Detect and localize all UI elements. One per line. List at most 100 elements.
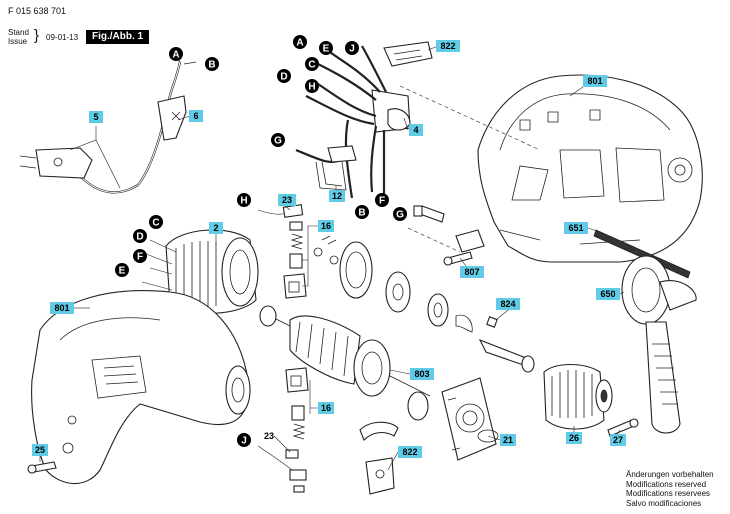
brace-glyph: } (34, 27, 40, 44)
depth-stop-rod (593, 229, 691, 279)
svg-text:27: 27 (613, 435, 623, 445)
housing-screw (27, 461, 57, 474)
svg-text:F: F (137, 252, 143, 263)
svg-text:J: J (349, 44, 355, 55)
part-label-824: 824 (496, 298, 520, 310)
wire-marker-d: D (277, 69, 291, 83)
svg-text:26: 26 (569, 433, 579, 443)
svg-text:A: A (296, 38, 303, 49)
wire-marker-h: H (305, 79, 319, 93)
wire-marker-a: A (169, 47, 183, 61)
part-label-23-upper: 23 (278, 194, 296, 206)
strain-relief (157, 95, 187, 141)
svg-text:807: 807 (464, 267, 479, 277)
svg-text:H: H (308, 82, 315, 93)
svg-text:B: B (208, 60, 215, 71)
wire-marker-h: H (237, 193, 251, 207)
svg-text:822: 822 (440, 41, 455, 51)
part-label-16-lower: 16 (318, 402, 334, 414)
svg-text:651: 651 (568, 223, 583, 233)
svg-text:C: C (152, 218, 159, 229)
switch-assembly (295, 41, 433, 199)
leader-lines (39, 45, 625, 471)
part-label-651: 651 (564, 222, 588, 234)
housing-front-half (31, 290, 251, 485)
mains-plug (35, 147, 93, 179)
part-label-21: 21 (500, 434, 516, 446)
part-label-801-rear: 801 (583, 75, 607, 87)
wire-markers: A B A E J C D H G B F H G C D F E J (115, 35, 407, 447)
svg-text:21: 21 (503, 435, 513, 445)
svg-text:J: J (241, 436, 247, 447)
wire-marker-c: C (305, 57, 319, 71)
part-label-822-upper: 822 (436, 40, 460, 52)
stator (141, 229, 259, 314)
housing-screws (413, 205, 485, 266)
wire-marker-g: G (271, 133, 285, 147)
part-label-2: 2 (209, 222, 223, 234)
wire-marker-d: D (133, 229, 147, 243)
svg-text:B: B (358, 208, 365, 219)
housing-rear-half (477, 74, 703, 263)
part-label-23-lower: 23 (264, 431, 274, 441)
stand-label: Stand (8, 28, 29, 37)
svg-text:F: F (379, 196, 385, 207)
wire-marker-f: F (133, 249, 147, 263)
wire-marker-b: B (205, 57, 219, 71)
armature (259, 305, 431, 421)
svg-text:23: 23 (282, 195, 292, 205)
part-label-801-front: 801 (50, 302, 74, 314)
revision-notes: Änderungen vorbehalten Modifications res… (626, 470, 714, 508)
figure-badge: Fig./Abb. 1 (86, 30, 150, 44)
wire-marker-a: A (293, 35, 307, 49)
note-line: Salvo modificaciones (626, 498, 702, 508)
wire-marker-e: E (115, 263, 129, 277)
note-line: Modifications reservees (626, 489, 711, 498)
svg-text:824: 824 (500, 299, 515, 309)
part-label-16-upper: 16 (318, 220, 334, 232)
assembly-line (399, 85, 541, 151)
part-label-803: 803 (410, 368, 434, 380)
wire-marker-g: G (393, 207, 407, 221)
part-label-5: 5 (89, 111, 103, 123)
part-label-12: 12 (329, 190, 345, 202)
wire-marker-b: B (355, 205, 369, 219)
svg-text:650: 650 (600, 289, 615, 299)
drill-chuck (543, 363, 613, 430)
power-cord (19, 55, 197, 194)
wire-marker-j: J (237, 433, 251, 447)
wire-marker-e: E (319, 41, 333, 55)
svg-text:G: G (396, 210, 404, 221)
svg-text:6: 6 (193, 111, 198, 121)
brush-holder-upper (257, 204, 307, 299)
svg-text:D: D (280, 72, 287, 83)
svg-text:D: D (136, 232, 143, 243)
svg-text:822: 822 (402, 447, 417, 457)
part-label-807: 807 (460, 266, 484, 278)
part-label-822-lower: 822 (398, 446, 422, 458)
document-number: F 015 638 701 (8, 6, 67, 16)
assembly-line (407, 227, 461, 253)
gear-train (313, 235, 535, 373)
svg-text:4: 4 (413, 125, 418, 135)
bearing-plate (441, 377, 499, 461)
svg-text:5: 5 (93, 112, 98, 122)
note-line: Modifications reserved (626, 479, 707, 489)
wire-marker-j: J (345, 41, 359, 55)
svg-text:2: 2 (213, 223, 218, 233)
wire-marker-c: C (149, 215, 163, 229)
svg-text:16: 16 (321, 221, 331, 231)
svg-text:C: C (308, 60, 315, 71)
switch-trigger-cover (383, 41, 433, 67)
part-label-25: 25 (32, 444, 48, 456)
svg-text:H: H (240, 196, 247, 207)
part-label-27: 27 (610, 434, 626, 446)
chuck-screw (607, 418, 639, 437)
issue-date: 09-01-13 (46, 33, 79, 42)
svg-text:25: 25 (35, 445, 45, 455)
svg-text:16: 16 (321, 403, 331, 413)
part-label-26: 26 (566, 432, 582, 444)
part-label-4: 4 (409, 124, 423, 136)
stand-issue-label: Stand Issue (8, 28, 29, 46)
